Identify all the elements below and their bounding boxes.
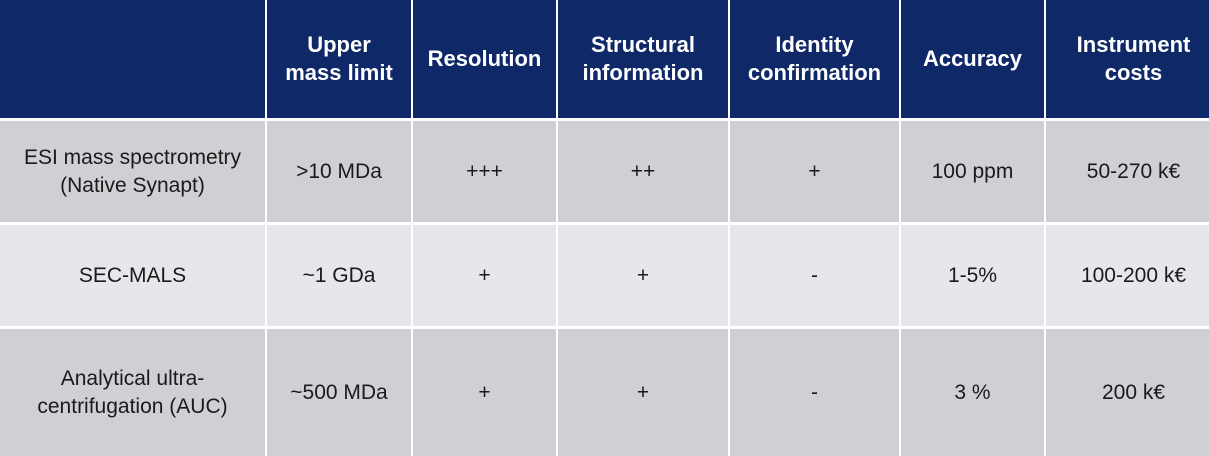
header-cell-resolution: Resolution [413, 0, 556, 121]
cell-instrument-costs: 200 k€ [1046, 329, 1209, 456]
cell-identity-confirmation: + [730, 121, 899, 225]
cell-accuracy: 100 ppm [901, 121, 1044, 225]
cell-resolution: + [413, 225, 556, 329]
cell-structural-information: + [558, 329, 728, 456]
cell-instrument-costs: 100-200 k€ [1046, 225, 1209, 329]
cell-upper-mass-limit: ~500 MDa [267, 329, 411, 456]
header-cell-structural-information: Structural information [558, 0, 728, 121]
cell-upper-mass-limit: >10 MDa [267, 121, 411, 225]
row-label: SEC-MALS [0, 225, 265, 329]
row-label: ESI mass spectrometry (Native Synapt) [0, 121, 265, 225]
header-cell-accuracy: Accuracy [901, 0, 1044, 121]
header-cell-corner [0, 0, 265, 121]
cell-accuracy: 3 % [901, 329, 1044, 456]
cell-identity-confirmation: - [730, 225, 899, 329]
cell-resolution: +++ [413, 121, 556, 225]
header-cell-instrument-costs: Instrument costs [1046, 0, 1209, 121]
cell-structural-information: + [558, 225, 728, 329]
cell-resolution: + [413, 329, 556, 456]
row-label: Analytical ultra- centrifugation (AUC) [0, 329, 265, 456]
cell-identity-confirmation: - [730, 329, 899, 456]
header-cell-identity-confirmation: Identity confirmation [730, 0, 899, 121]
header-cell-upper-mass-limit: Upper mass limit [267, 0, 411, 121]
cell-accuracy: 1-5% [901, 225, 1044, 329]
cell-structural-information: ++ [558, 121, 728, 225]
cell-upper-mass-limit: ~1 GDa [267, 225, 411, 329]
cell-instrument-costs: 50-270 k€ [1046, 121, 1209, 225]
